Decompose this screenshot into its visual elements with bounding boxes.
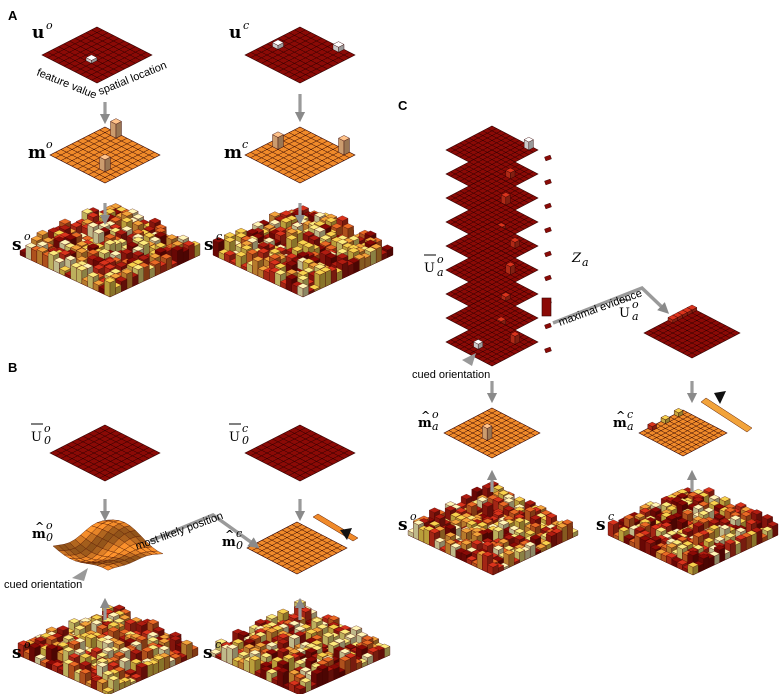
grid-u0-cue: [244, 424, 356, 482]
z-marker-8: [544, 322, 552, 330]
label-s-cue: s c: [204, 230, 222, 255]
grid-ma-cue: [638, 408, 728, 457]
surface-s-cue-b: [209, 599, 391, 694]
z-marker-4: [544, 226, 552, 234]
label-cued-orientation-b: cued orientation: [4, 579, 82, 591]
grid-u-obs: [41, 26, 153, 84]
grid-ua-layer-9: [445, 317, 539, 367]
z-marker-3: [544, 202, 552, 210]
grid-m0-cue: [246, 521, 348, 575]
label-maximal-evidence: maximal evidence: [557, 287, 644, 328]
panel-label-a: A: [8, 8, 18, 23]
z-tall-bar: [541, 297, 552, 317]
panel-label-c: C: [398, 98, 408, 113]
surface-s-obs-c: [407, 480, 579, 576]
z-marker-1: [544, 154, 552, 162]
label-ma-obs: m ^ a o: [418, 408, 439, 433]
surface-s-cue-a: [212, 205, 394, 298]
z-marker-6: [544, 274, 552, 282]
label-u0-obs: U 0 o: [31, 422, 51, 447]
grid-u-cue: [244, 26, 356, 84]
label-s-obs: s o: [12, 230, 31, 255]
arrow-maximal-evidence: [552, 285, 670, 325]
label-s-cue-c: s c: [596, 510, 614, 535]
label-s-obs-c: s o: [398, 510, 417, 535]
label-s-obs-b: s o: [12, 638, 31, 663]
grid-ua-max: [643, 304, 741, 359]
surface-s-obs-a: [19, 203, 201, 298]
black-marker-b: [340, 528, 352, 540]
label-u-cue: u c: [229, 19, 249, 43]
label-m-obs: m o: [28, 138, 53, 163]
panel-label-b: B: [8, 360, 17, 375]
label-ua-stack: U a o: [424, 253, 444, 279]
label-m0-cue: m ^ 0 c: [222, 527, 243, 552]
label-u0-cue: U 0 c: [229, 422, 249, 447]
surface-layer: [17, 26, 779, 694]
label-ma-cue: m ^ a c: [613, 408, 634, 433]
label-u-obs: u o: [32, 19, 53, 43]
grid-m-cue: [244, 126, 356, 184]
surface-s-obs-b: [17, 604, 199, 694]
z-marker-9: [544, 346, 552, 354]
cue-pointer-c: [462, 353, 476, 366]
black-marker-c: [714, 391, 726, 404]
strip-ma-cue: [700, 397, 753, 433]
surface-s-cue-c: [607, 487, 779, 576]
label-ua-max: U a o: [619, 298, 639, 323]
label-s-cue-b: s c: [203, 638, 221, 663]
label-m0-obs: m ^ 0 o: [32, 519, 53, 544]
arrow-layer: [99, 94, 698, 620]
z-marker-2: [544, 178, 552, 186]
label-m-cue: m c: [224, 138, 248, 163]
label-most-likely-position: most likely position: [134, 510, 225, 553]
cue-pointer-b: [72, 568, 88, 581]
grid-m-obs: [49, 118, 161, 184]
z-marker-5: [544, 250, 552, 258]
grid-ma-obs: [443, 407, 541, 459]
arrow-most-likely: [149, 513, 260, 549]
grid-u0-obs: [49, 424, 161, 482]
label-z: Z a: [571, 251, 589, 269]
label-cued-orientation-c: cued orientation: [412, 369, 490, 381]
surface-m0-obs: [52, 519, 164, 571]
